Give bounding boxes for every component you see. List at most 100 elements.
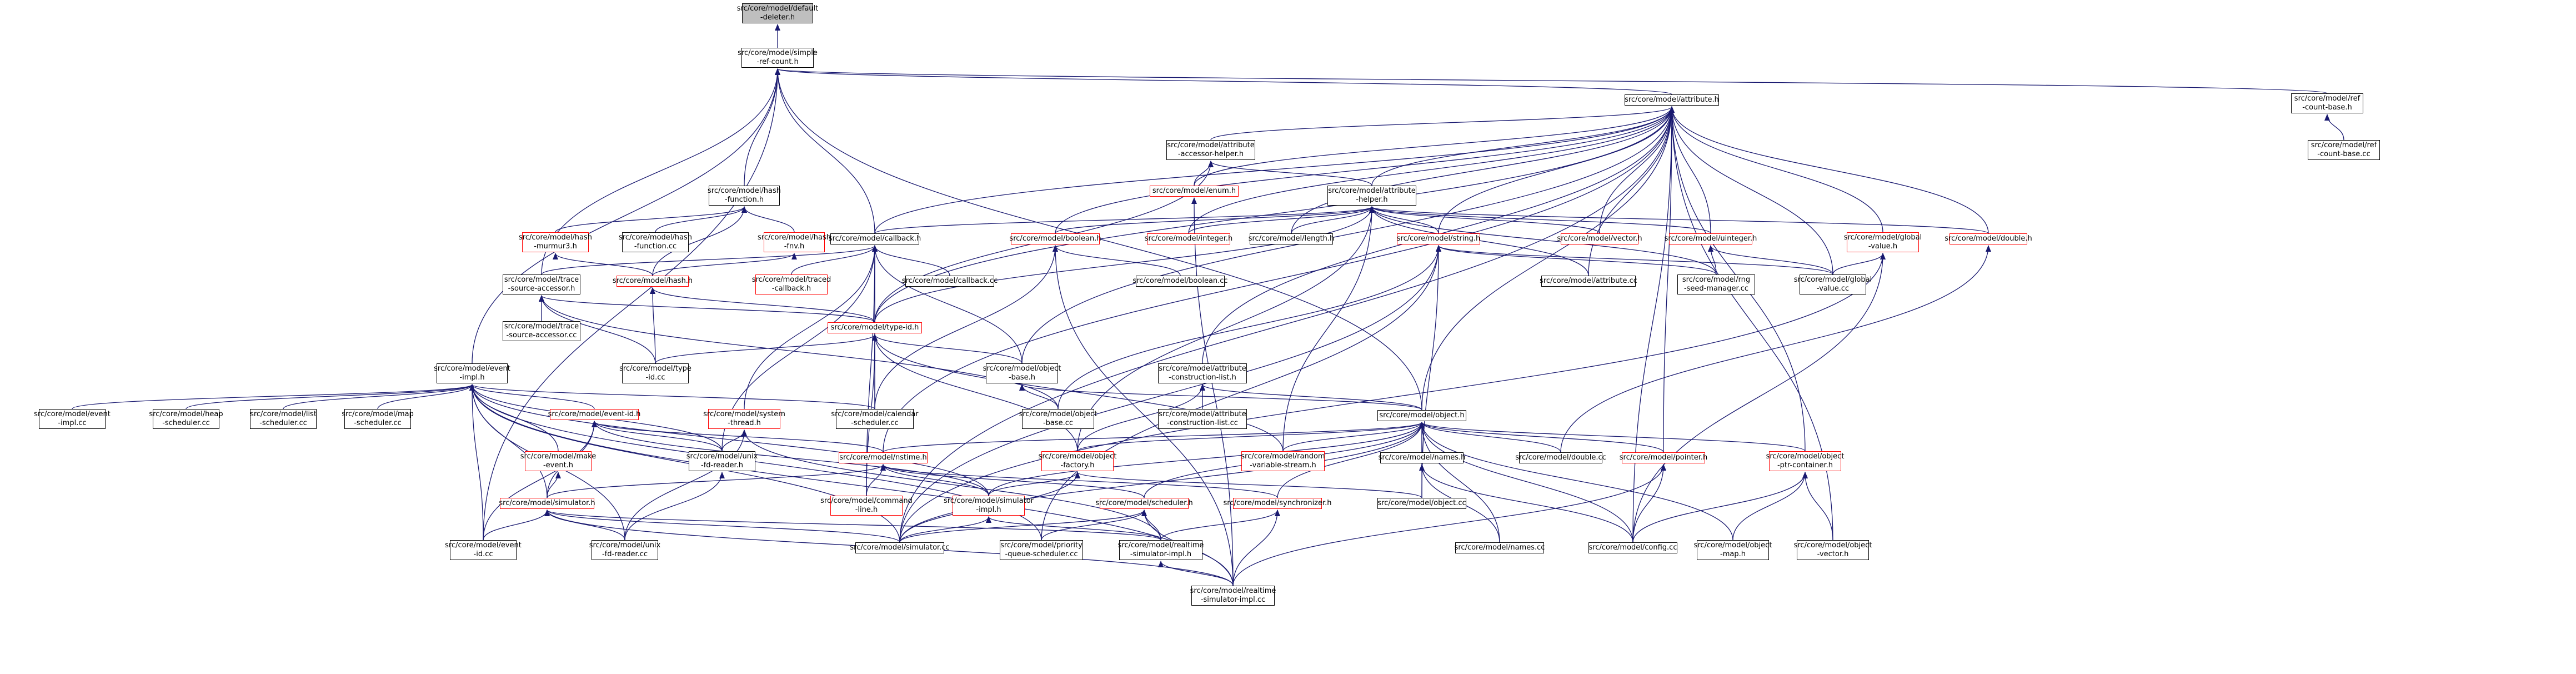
node-hash-function-cc[interactable]: src/core/model/hash -function.cc [619, 232, 692, 252]
node-vector-h[interactable]: src/core/model/vector.h [1557, 233, 1642, 244]
node-global-value-cc[interactable]: src/core/model/global -value.cc [1794, 274, 1872, 294]
node-ref-count-base-cc[interactable]: src/core/model/ref -count-base.cc [2308, 140, 2380, 160]
edge-calendar-scheduler-cc-to-boolean-h [874, 245, 1058, 410]
node-double-cc[interactable]: src/core/model/double.cc [1515, 452, 1606, 463]
node-label: src/core/model/object -map.h [1693, 541, 1772, 558]
node-object-base-cc[interactable]: src/core/model/object -base.cc [1019, 409, 1097, 429]
node-make-event-h[interactable]: src/core/model/make -event.h [520, 451, 596, 471]
node-label: src/core/model/callback.h [828, 234, 921, 243]
node-config-cc[interactable]: src/core/model/config.cc [1588, 542, 1677, 553]
node-label: src/core/model/config.cc [1588, 543, 1677, 552]
edge-object-base-h-to-attribute-h [1021, 106, 1675, 364]
node-priority-queue-scheduler-cc[interactable]: src/core/model/priority -queue-scheduler… [1000, 540, 1083, 560]
node-callback-h[interactable]: src/core/model/callback.h [828, 233, 921, 244]
edge-uinteger-h-to-attribute-helper-h [1369, 206, 1711, 234]
node-double-h[interactable]: src/core/model/double.h [1944, 233, 2032, 244]
node-calendar-scheduler-cc[interactable]: src/core/model/calendar -scheduler.cc [831, 409, 919, 429]
node-object-map-h[interactable]: src/core/model/object -map.h [1693, 540, 1772, 560]
node-scheduler-h[interactable]: src/core/model/scheduler.h [1095, 498, 1193, 509]
node-traced-callback-h[interactable]: src/core/model/traced -callback.h [752, 274, 831, 294]
edge-type-id-h-to-attribute-helper-h [874, 206, 1375, 323]
edge-global-value-cc-to-uinteger-h [1708, 245, 1833, 275]
edge-vector-h-to-attribute-h [1599, 106, 1675, 234]
node-map-scheduler-cc[interactable]: src/core/model/map -scheduler.cc [342, 409, 414, 429]
edge-synchronizer-h-to-nstime-h [880, 464, 1278, 498]
node-length-h[interactable]: src/core/model/length.h [1249, 233, 1334, 244]
node-event-impl-h[interactable]: src/core/model/event -impl.h [434, 363, 510, 383]
node-global-value-h[interactable]: src/core/model/global -value.h [1844, 232, 1922, 252]
node-simulator-cc[interactable]: src/core/model/simulator.cc [850, 542, 950, 553]
node-ref-count-base-h[interactable]: src/core/model/ref -count-base.h [2291, 93, 2363, 113]
node-trace-source-accessor-h[interactable]: src/core/model/trace -source-accessor.h [503, 274, 580, 294]
node-object-factory-h[interactable]: src/core/model/object -factory.h [1039, 451, 1116, 471]
node-event-impl-cc[interactable]: src/core/model/event -impl.cc [34, 409, 111, 429]
node-boolean-cc[interactable]: src/core/model/boolean.cc [1132, 276, 1228, 287]
node-simulator-h[interactable]: src/core/model/simulator.h [499, 498, 595, 509]
node-enum-h[interactable]: src/core/model/enum.h [1150, 186, 1239, 197]
node-names-h[interactable]: src/core/model/names.h [1378, 452, 1466, 463]
node-attribute-construction-list-h[interactable]: src/core/model/attribute -construction-l… [1158, 363, 1247, 383]
node-label: src/core/model/object -base.cc [1019, 410, 1097, 427]
edge-event-id-cc-to-event-id-h [483, 421, 597, 541]
node-simple-ref-count-h[interactable]: src/core/model/simple -ref-count.h [738, 48, 818, 68]
node-nstime-h[interactable]: src/core/model/nstime.h [839, 452, 928, 463]
edge-double-cc-to-object-h [1419, 422, 1561, 453]
edge-realtime-simulator-impl-h-to-simulator-impl-h [986, 516, 1161, 541]
node-object-vector-h[interactable]: src/core/model/object -vector.h [1794, 540, 1872, 560]
edge-object-ptr-container-h-to-object-h [1419, 422, 1806, 452]
edge-random-variable-stream-h-to-object-h [1282, 422, 1425, 452]
node-hash-function-h[interactable]: src/core/model/hash -function.h [708, 186, 781, 206]
node-system-thread-h[interactable]: src/core/model/system -thread.h [703, 409, 785, 429]
node-object-h[interactable]: src/core/model/object.h [1377, 410, 1466, 421]
node-label: src/core/model/simulator -impl.h [943, 497, 1034, 514]
node-unix-fd-reader-h[interactable]: src/core/model/unix -fd-reader.h [686, 451, 758, 471]
node-list-scheduler-cc[interactable]: src/core/model/list -scheduler.cc [250, 409, 317, 429]
node-label: src/core/model/synchronizer.h [1223, 499, 1332, 507]
node-object-ptr-container-h[interactable]: src/core/model/object -ptr-container.h [1766, 451, 1844, 471]
node-simulator-impl-h[interactable]: src/core/model/simulator -impl.h [944, 496, 1034, 516]
node-object-cc[interactable]: src/core/model/object.cc [1377, 498, 1466, 509]
node-names-cc[interactable]: src/core/model/names.cc [1454, 542, 1545, 553]
edge-hash-murmur3-h-to-hash-function-h [555, 206, 747, 233]
node-object-base-h[interactable]: src/core/model/object -base.h [983, 363, 1061, 383]
node-heap-scheduler-cc[interactable]: src/core/model/heap -scheduler.cc [149, 409, 223, 429]
node-attribute-helper-h[interactable]: src/core/model/attribute -helper.h [1327, 186, 1416, 206]
node-type-id-h[interactable]: src/core/model/type-id.h [828, 322, 922, 333]
node-attribute-construction-list-cc[interactable]: src/core/model/attribute -construction-l… [1158, 409, 1247, 429]
node-synchronizer-h[interactable]: src/core/model/synchronizer.h [1223, 498, 1332, 509]
node-hash-h[interactable]: src/core/model/hash.h [613, 276, 693, 287]
node-label: src/core/model/callback.cc [901, 277, 998, 285]
edge-hash-function-h-to-simple-ref-count-h [744, 68, 780, 186]
node-callback-cc[interactable]: src/core/model/callback.cc [902, 276, 998, 287]
node-integer-h[interactable]: src/core/model/integer.h [1145, 233, 1232, 244]
node-event-id-h[interactable]: src/core/model/event-id.h [548, 409, 640, 420]
node-attribute-h[interactable]: src/core/model/attribute.h [1625, 94, 1719, 106]
node-trace-source-accessor-cc[interactable]: src/core/model/trace -source-accessor.cc [503, 321, 580, 341]
node-random-variable-stream-h[interactable]: src/core/model/random -variable-stream.h [1241, 451, 1325, 471]
edge-config-cc-to-names-h [1419, 464, 1633, 543]
node-realtime-simulator-impl-cc[interactable]: src/core/model/realtime -simulator-impl.… [1190, 586, 1276, 606]
edge-synchronizer-h-to-object-h [1277, 422, 1425, 498]
node-label: src/core/model/unix -fd-reader.h [686, 452, 758, 470]
node-rng-seed-manager-cc[interactable]: src/core/model/rng -seed-manager.cc [1677, 274, 1755, 294]
node-attribute-accessor-helper-h[interactable]: src/core/model/attribute -accessor-helpe… [1166, 140, 1255, 160]
node-hash-murmur3-h[interactable]: src/core/model/hash -murmur3.h [519, 232, 592, 252]
edge-unix-fd-reader-h-to-event-id-h [592, 421, 723, 452]
node-label: src/core/model/event -id.cc [445, 541, 522, 558]
node-hash-fnv-h[interactable]: src/core/model/hash -fnv.h [758, 232, 831, 252]
node-boolean-h[interactable]: src/core/model/boolean.h [1009, 233, 1101, 244]
node-uinteger-h[interactable]: src/core/model/uinteger.h [1665, 233, 1757, 244]
node-type-id-cc[interactable]: src/core/model/type -id.cc [619, 363, 691, 383]
edge-integer-h-to-attribute-h [1188, 106, 1675, 234]
node-realtime-simulator-impl-h[interactable]: src/core/model/realtime -simulator-impl.… [1118, 540, 1204, 560]
node-unix-fd-reader-cc[interactable]: src/core/model/unix -fd-reader.cc [589, 540, 660, 560]
node-label: src/core/model/names.h [1378, 453, 1466, 462]
node-string-h[interactable]: src/core/model/string.h [1397, 233, 1480, 244]
node-command-line-h[interactable]: src/core/model/command -line.h [820, 496, 913, 516]
node-label: src/core/model/object.h [1379, 411, 1465, 420]
node-attribute-cc[interactable]: src/core/model/attribute.cc [1540, 276, 1637, 287]
node-event-id-cc[interactable]: src/core/model/event -id.cc [445, 540, 522, 560]
node-label: src/core/model/names.cc [1454, 543, 1545, 552]
node-pointer-h[interactable]: src/core/model/pointer.h [1620, 452, 1707, 463]
